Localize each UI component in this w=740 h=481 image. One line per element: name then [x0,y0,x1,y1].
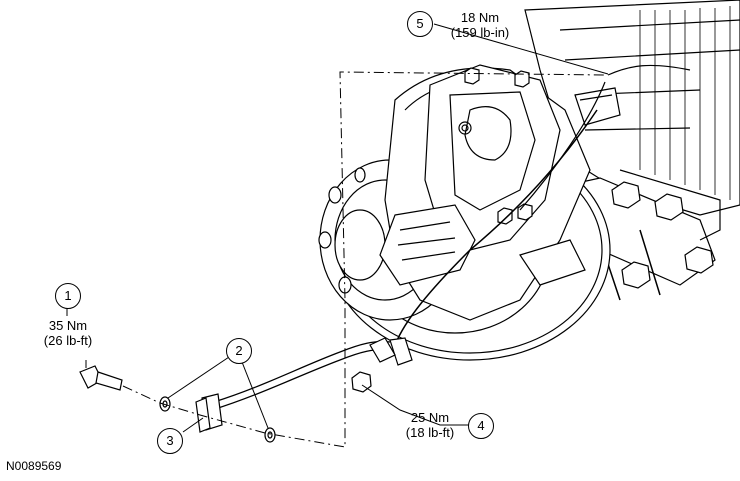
routing-line [122,71,606,448]
callout-5: 5 [407,11,433,37]
callout-5-torque-imperial: (159 lb-in) [450,25,510,40]
callout-3: 3 [157,428,183,454]
callout-5-torque: 18 Nm [460,10,500,25]
anchor-bracket [379,204,586,286]
callout-4-torque-imperial: (18 lb-ft) [405,425,455,440]
callout-4: 4 [468,413,494,439]
callout-4-torque: 25 Nm [410,410,450,425]
hose-bolt [351,371,372,393]
callout-2: 2 [226,338,252,364]
callout-1-torque: 35 Nm [48,318,88,333]
brake-caliper [424,64,561,251]
brake-line [211,337,413,411]
callout-1: 1 [55,283,81,309]
callout-1-torque-imperial: (26 lb-ft) [43,333,93,348]
brake-hose [394,64,691,346]
leader-lines [66,23,609,433]
figure-id: N0089569 [6,459,62,473]
banjo-bolt [79,365,123,391]
banjo-fitting [195,393,223,433]
